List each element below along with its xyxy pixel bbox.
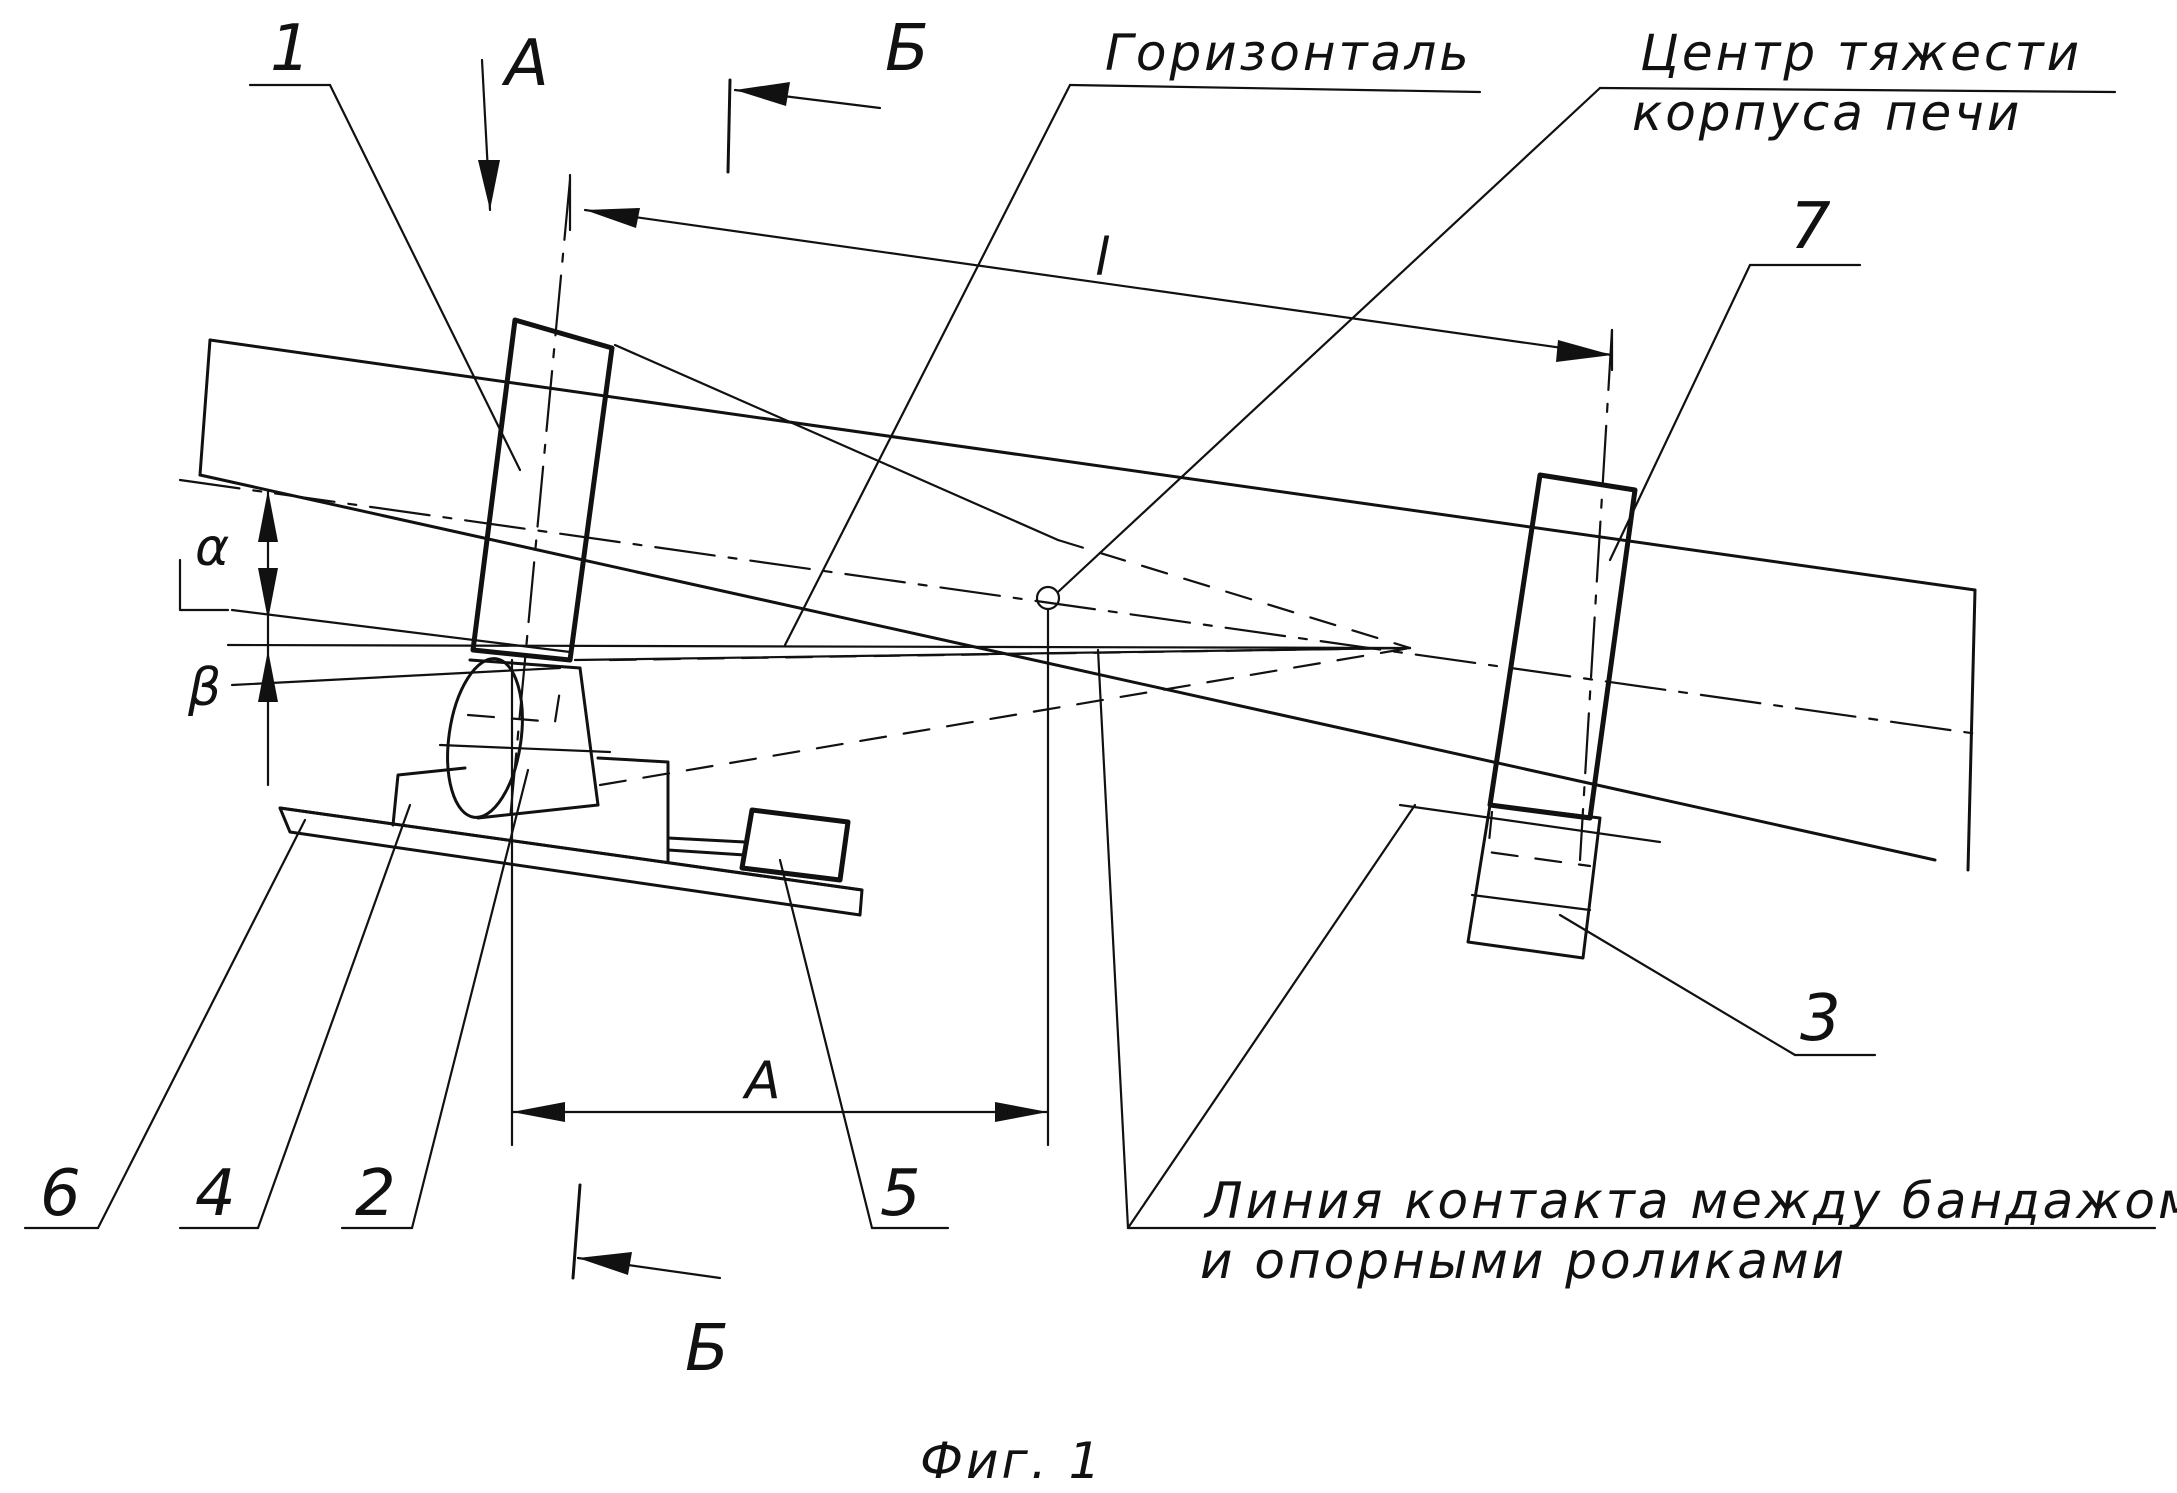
view-arrow-A bbox=[478, 60, 500, 210]
horizontal-label: Горизонталь bbox=[1105, 24, 1472, 82]
dimension-l-label: l bbox=[1095, 228, 1110, 288]
construction-lines bbox=[228, 345, 1410, 685]
part-2-label: 2 bbox=[355, 1157, 396, 1231]
alpha-label: α bbox=[195, 518, 229, 578]
section-marker-bottom bbox=[573, 1185, 720, 1278]
leader-lines bbox=[25, 85, 2155, 1228]
part-4-label: 4 bbox=[195, 1157, 236, 1231]
section-B-bottom-label: Б bbox=[685, 1312, 729, 1386]
dimension-l bbox=[570, 175, 1612, 370]
figure-caption: Фиг. 1 bbox=[920, 1432, 1103, 1490]
center-gravity-label-2: корпуса печи bbox=[1632, 84, 2022, 142]
section-B-top-label: Б bbox=[885, 12, 929, 86]
drive-assembly bbox=[280, 654, 862, 915]
center-of-gravity bbox=[1037, 587, 1059, 1145]
support-roller-3 bbox=[1400, 805, 1660, 958]
part-5-label: 5 bbox=[880, 1157, 921, 1231]
text-labels: 1 A Б Горизонталь Центр тяжести корпуса … bbox=[40, 12, 2177, 1490]
center-gravity-label-1: Центр тяжести bbox=[1640, 24, 2082, 82]
contact-line-label-1: Линия контакта между бандажом bbox=[1203, 1172, 2177, 1230]
part-1-label: 1 bbox=[270, 12, 311, 86]
part-7-label: 7 bbox=[1790, 190, 1831, 264]
part-3-label: 3 bbox=[1800, 982, 1841, 1056]
contact-line-label-2: и опорными роликами bbox=[1200, 1232, 1847, 1290]
tyre-7 bbox=[1490, 330, 1635, 860]
tyre-1 bbox=[473, 180, 612, 820]
dimension-A-label: A bbox=[742, 1051, 781, 1111]
view-A-label: A bbox=[501, 27, 549, 101]
dashed-rays bbox=[600, 540, 1410, 785]
beta-label: β bbox=[187, 658, 221, 718]
section-marker-top bbox=[728, 80, 880, 172]
part-6-label: 6 bbox=[40, 1157, 81, 1231]
